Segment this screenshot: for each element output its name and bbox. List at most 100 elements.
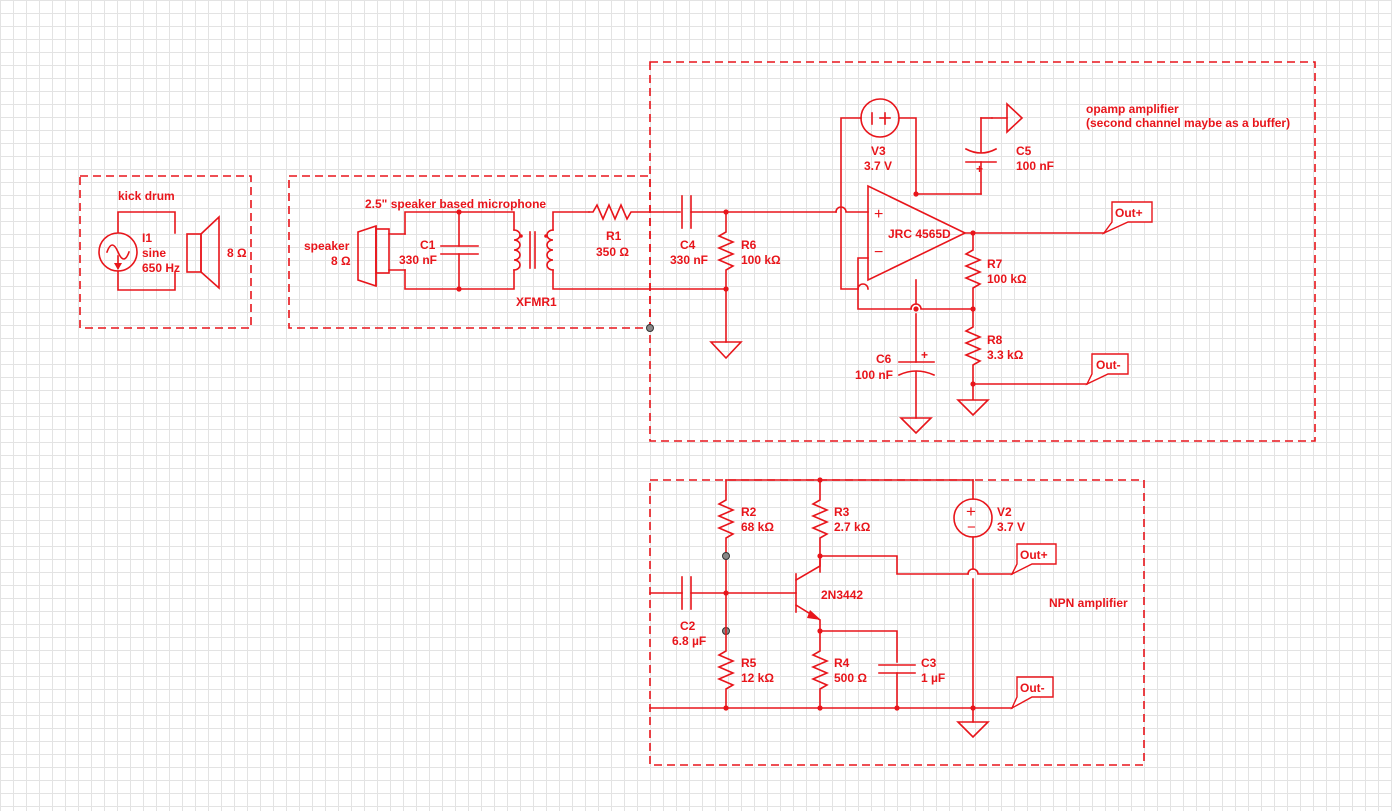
c3-value: 1 µF: [921, 671, 945, 685]
ground-symbol[interactable]: [709, 341, 743, 360]
resistor-r4[interactable]: [810, 630, 830, 709]
junction-dot: [723, 705, 729, 711]
c3-name: C3: [921, 656, 937, 670]
v2-value: 3.7 V: [997, 520, 1025, 534]
r5-value: 12 kΩ: [741, 671, 774, 685]
opamp-name: JRC 4565D: [888, 227, 951, 241]
r2-value: 68 kΩ: [741, 520, 774, 534]
voltage-source-v3[interactable]: [860, 98, 900, 138]
group-box-npn[interactable]: [649, 479, 1145, 766]
group-box-opamp[interactable]: [649, 61, 1316, 442]
r4-name: R4: [834, 656, 850, 670]
r3-name: R3: [834, 505, 850, 519]
power-rail-symbol[interactable]: [1006, 102, 1024, 134]
port-npn-out-plus[interactable]: Out+: [1010, 543, 1057, 576]
npn-transistor-q1[interactable]: [794, 555, 821, 632]
wire: [819, 630, 898, 663]
resistor-r5[interactable]: [716, 592, 736, 709]
capacitor-c4[interactable]: [681, 195, 692, 229]
opamp-plus-sign: +: [874, 206, 883, 223]
port-opamp-out-minus[interactable]: Out-: [1085, 353, 1129, 386]
resistor-r7[interactable]: [963, 232, 983, 310]
capacitor-c3[interactable]: [878, 664, 916, 709]
sine-current-source-i1[interactable]: [98, 211, 176, 291]
resistor-r8[interactable]: [963, 308, 983, 385]
ground-symbol[interactable]: [956, 721, 990, 739]
group-box-kick-drum[interactable]: [79, 175, 252, 329]
ground-symbol[interactable]: [899, 417, 933, 435]
junction-dot: [894, 705, 900, 711]
opamp-u1[interactable]: [867, 184, 967, 282]
resistor-r6[interactable]: [716, 211, 736, 290]
wire: [552, 211, 590, 231]
wire: [819, 555, 969, 575]
wire: [840, 117, 862, 290]
junction-dot: [817, 705, 823, 711]
r8-value: 3.3 kΩ: [987, 348, 1024, 362]
wire: [967, 568, 1013, 575]
group-label-opamp: opamp amplifier: [1086, 102, 1179, 116]
speaker-microphone[interactable]: [357, 224, 406, 288]
junction-dot: [456, 286, 462, 292]
c5-polarity: +: [976, 162, 983, 176]
c4-value: 330 nF: [670, 253, 708, 267]
group-label-npn: NPN amplifier: [1049, 596, 1128, 610]
c1-value: 330 nF: [399, 253, 437, 267]
port-label: Out-: [1096, 358, 1121, 372]
c4-name: C4: [680, 238, 696, 252]
q1-name: 2N3442: [821, 588, 863, 602]
wire: [857, 283, 869, 290]
r1-name: R1: [606, 229, 622, 243]
c6-polarity: +: [921, 348, 928, 362]
port-npn-out-minus[interactable]: Out-: [1010, 676, 1054, 710]
wire: [835, 206, 869, 213]
resistor-r1[interactable]: [588, 202, 681, 222]
resistor-r3[interactable]: [810, 479, 830, 573]
junction-dot: [970, 705, 976, 711]
capacitor-c5[interactable]: [964, 117, 998, 195]
opamp-minus-sign: −: [874, 244, 883, 261]
resistor-r2[interactable]: [716, 479, 736, 594]
r2-name: R2: [741, 505, 757, 519]
c6-value: 100 nF: [855, 368, 893, 382]
capacitor-c2[interactable]: [649, 576, 727, 610]
wire: [857, 257, 912, 310]
r8-name: R8: [987, 333, 1003, 347]
v3-name: V3: [871, 144, 886, 158]
wire: [910, 303, 974, 310]
c6-name: C6: [876, 352, 892, 366]
r7-value: 100 kΩ: [987, 272, 1027, 286]
c5-name: C5: [1016, 144, 1032, 158]
port-opamp-out-plus[interactable]: Out+: [1101, 201, 1153, 235]
junction-dot: [456, 209, 462, 215]
v2-plus-sign: +: [966, 502, 976, 521]
capacitor-c1[interactable]: [440, 211, 479, 290]
group-label-opamp-note: (second channel maybe as a buffer): [1086, 116, 1290, 130]
wire: [898, 117, 917, 194]
capacitor-c6[interactable]: [897, 313, 936, 419]
transformer-xfmr1[interactable]: [513, 229, 554, 271]
r4-value: 500 Ω: [834, 671, 867, 685]
c5-value: 100 nF: [1016, 159, 1054, 173]
port-label: Out+: [1115, 206, 1143, 220]
r1-value: 350 Ω: [596, 245, 629, 259]
probe-node[interactable]: [722, 552, 730, 560]
r7-name: R7: [987, 257, 1003, 271]
i1-frequency: 650 Hz: [142, 261, 180, 275]
speaker-value: 8 Ω: [331, 254, 351, 268]
wire: [552, 269, 727, 290]
i1-name: I1: [142, 231, 152, 245]
r6-value: 100 kΩ: [741, 253, 781, 267]
speaker-name: speaker: [304, 239, 350, 253]
group-label-microphone: 2.5" speaker based microphone: [365, 197, 546, 211]
v3-value: 3.7 V: [864, 159, 892, 173]
speaker-output[interactable]: [186, 215, 220, 290]
group-box-handle[interactable]: [646, 324, 654, 332]
speaker-output-value: 8 Ω: [227, 246, 247, 260]
group-label-kick-drum: kick drum: [118, 189, 175, 203]
i1-waveform: sine: [142, 246, 166, 260]
ground-symbol[interactable]: [956, 399, 990, 417]
junction-dot: [913, 306, 919, 312]
